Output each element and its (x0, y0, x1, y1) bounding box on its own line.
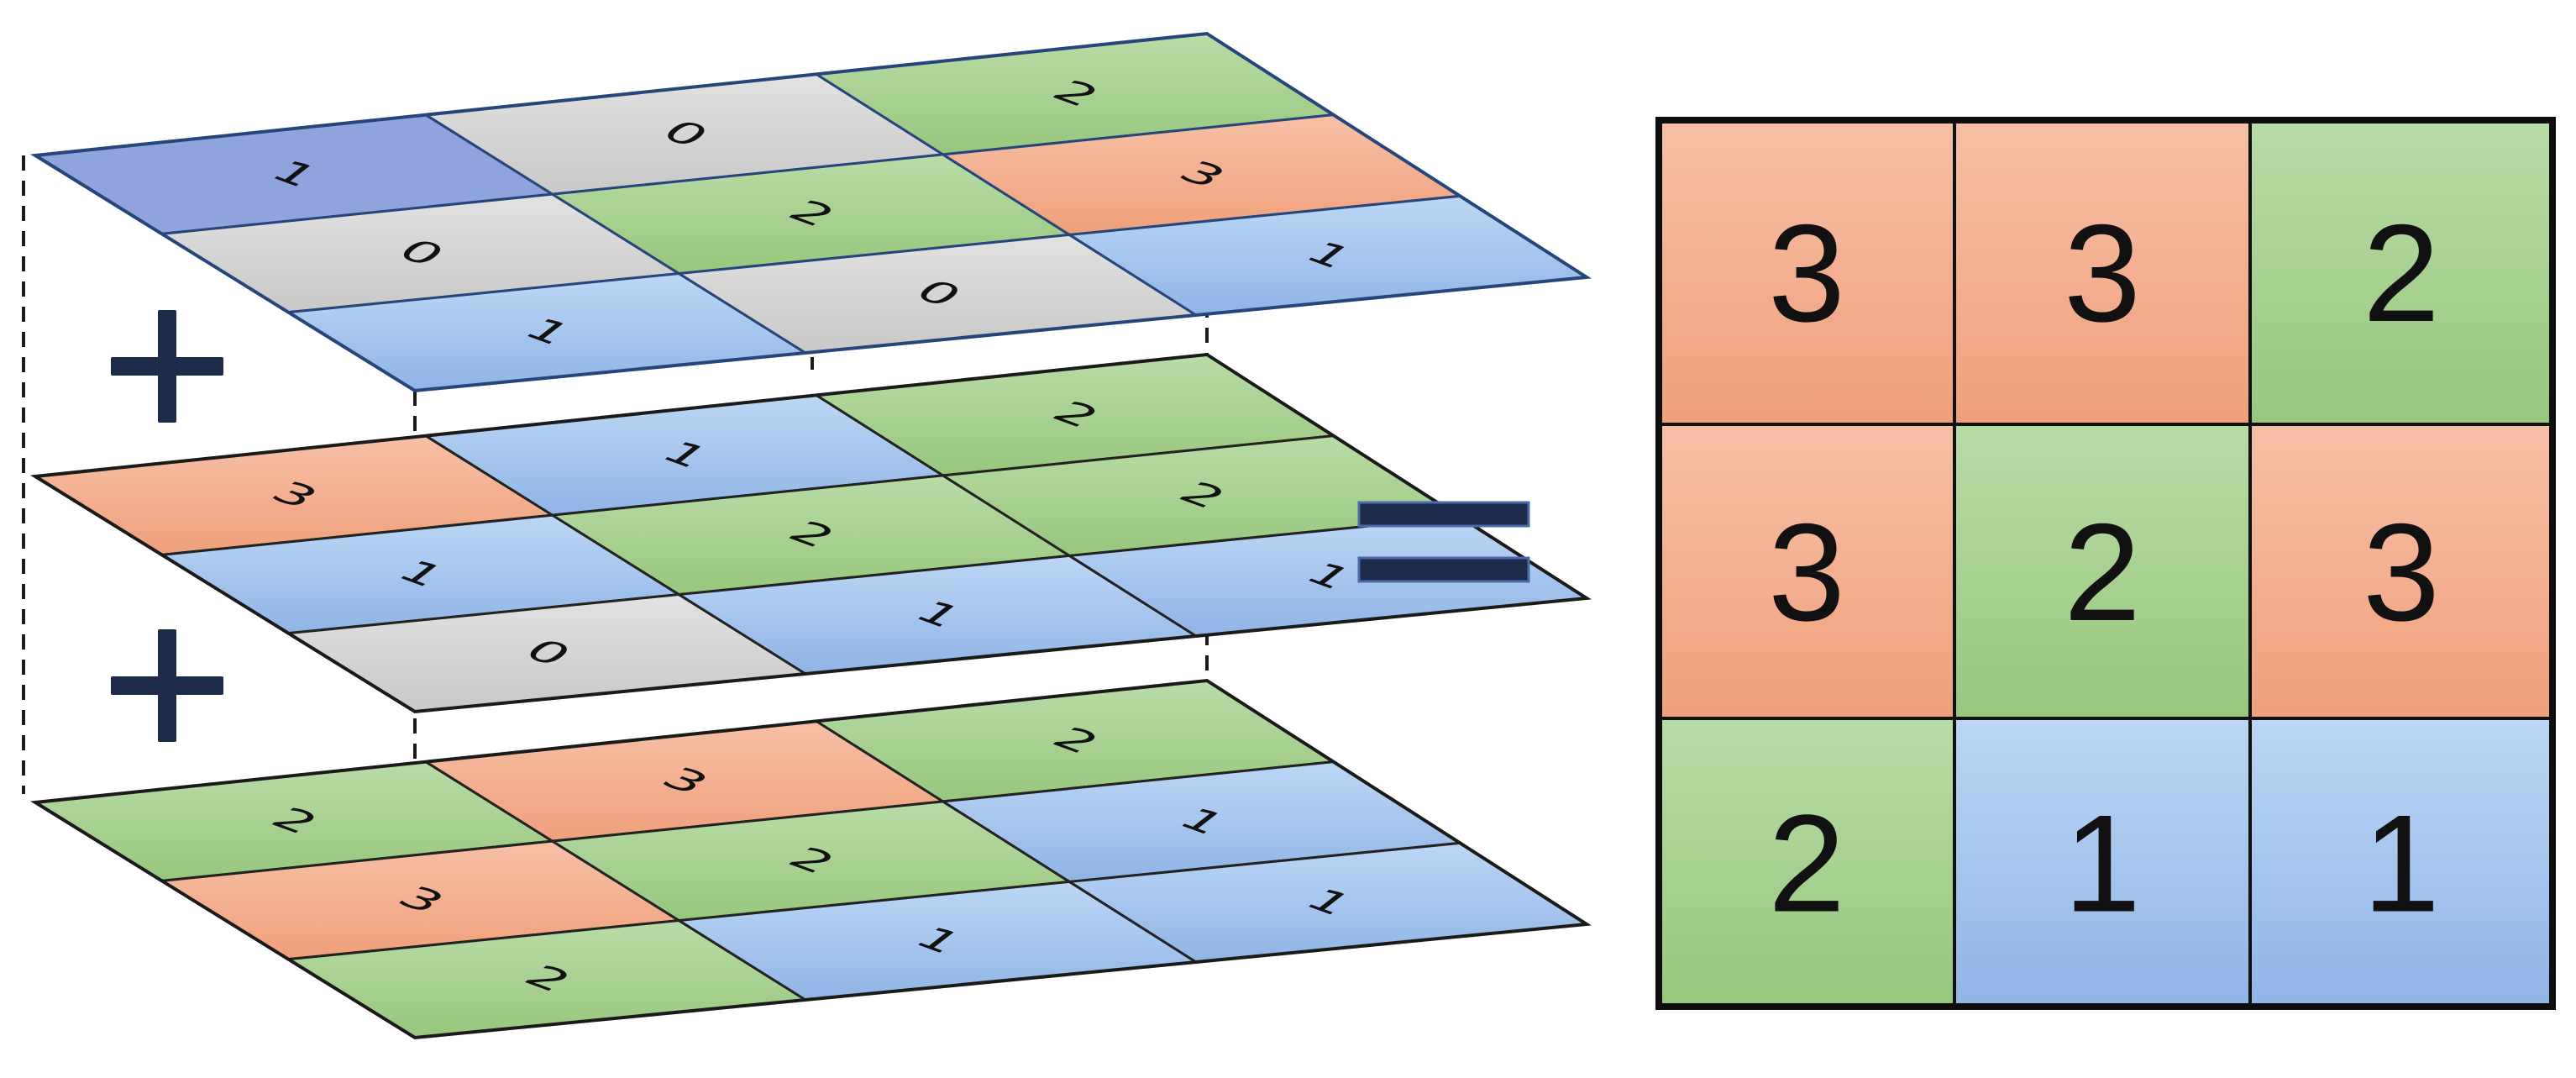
result-cell (1953, 423, 2252, 720)
top-layer-outline (29, 31, 1592, 393)
result-cell-value: 1 (2064, 786, 2141, 941)
result-cell (1953, 717, 2252, 1008)
result-cell-value: 3 (2064, 196, 2141, 350)
result-cell (1657, 717, 1956, 1008)
result-cell (2248, 717, 2554, 1008)
middle-layer-outline (29, 352, 1592, 714)
result-cell (2248, 423, 2554, 720)
result-cell-value: 2 (1768, 786, 1845, 941)
bottom-layer-outline (29, 678, 1592, 1040)
result-grid-border (1655, 117, 2556, 1010)
plus-sign-bottom: + (111, 629, 223, 742)
result-cell-value: 2 (2363, 196, 2440, 350)
result-cell-value: 3 (2363, 495, 2440, 649)
result-cell-value: 3 (1768, 196, 1845, 350)
plus-sign-top: + (111, 310, 223, 423)
result-cell-value: 2 (2064, 495, 2141, 649)
result-cell-value: 1 (2363, 786, 2440, 941)
result-grid: 3 3 2 3 2 3 2 1 1 (1655, 117, 2556, 1010)
result-cell (1657, 423, 1956, 720)
result-cell-value: 3 (1768, 495, 1845, 649)
equals-sign: = (1357, 501, 1530, 583)
